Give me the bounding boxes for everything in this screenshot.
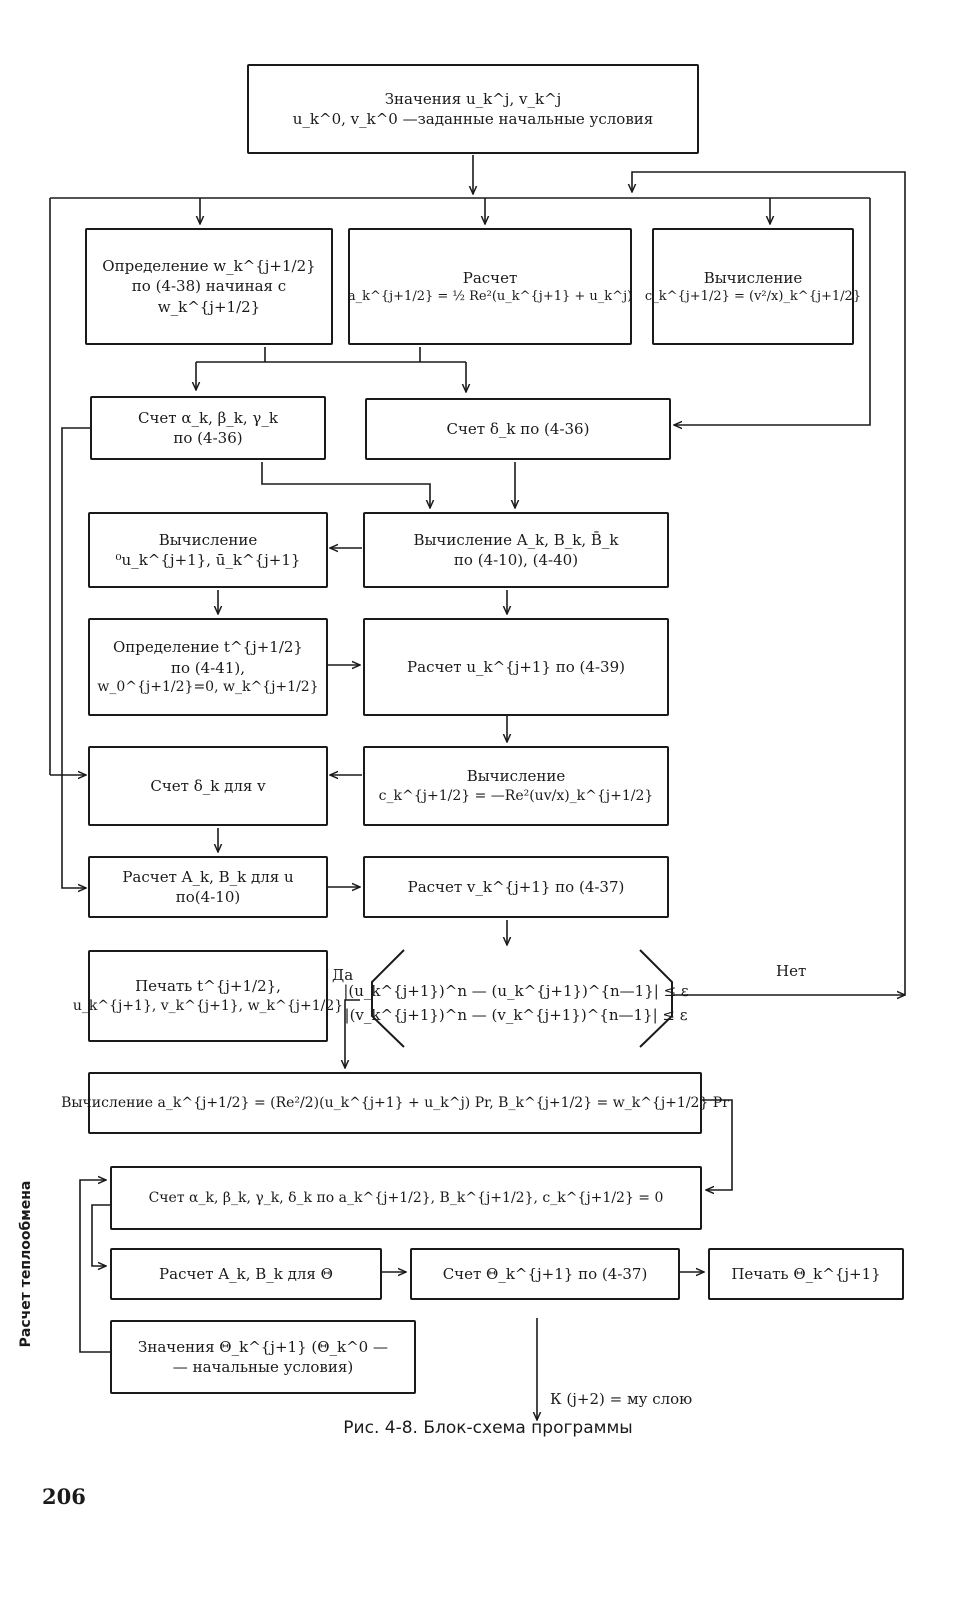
compute-a-B-line-1: Вычисление a_k^{j+1/2} = (Re²/2)(u_k^{j+… xyxy=(61,1094,729,1111)
determine-t-block: Определение t^{j+1/2} по (4-41), w_0^{j+… xyxy=(88,618,328,716)
print-results-block: Печать t^{j+1/2}, u_k^{j+1}, v_k^{j+1}, … xyxy=(73,950,343,1042)
print-results-line-1: Печать t^{j+1/2}, xyxy=(135,977,281,996)
calc-AB-u-line-1: Расчет A_k, B_k для u xyxy=(122,867,294,886)
initial-values-block: Значения u_k^j, v_k^j u_k^0, v_k^0 —зада… xyxy=(247,64,699,154)
calc-v-block: Расчет v_k^{j+1} по (4-37) xyxy=(363,856,669,918)
count-delta-block: Счет δ_k по (4-36) xyxy=(365,398,671,460)
compute-u0-line-2: ⁰u_k^{j+1}, ū_k^{j+1} xyxy=(115,551,301,569)
calc-a-line-1: Расчет xyxy=(462,268,518,287)
next-layer-label: К (j+2) = му слою xyxy=(550,1390,693,1408)
determine-w-line-3: w_k^{j+1/2} xyxy=(157,297,261,316)
count-delta-v-line-1: Счет δ_k для v xyxy=(150,776,266,795)
count-theta-line-1: Счет Θ_k^{j+1} по (4-37) xyxy=(442,1264,648,1283)
compute-AB-block: Вычисление A_k, B_k, B̄_k по (4-10), (4-… xyxy=(363,512,669,588)
heat-exchange-label: Расчет теплообмена xyxy=(18,1180,34,1348)
print-theta-line-1: Печать Θ_k^{j+1} xyxy=(731,1264,881,1283)
initial-values-line-2: u_k^0, v_k^0 —заданные начальные условия xyxy=(292,110,654,128)
calc-u-line-1: Расчет u_k^{j+1} по (4-39) xyxy=(407,657,625,676)
compute-c-line-2: c_k^{j+1/2} = (v²/x)_k^{j+1/2} xyxy=(644,288,862,304)
count-alpha-theta-line-1: Счет α_k, β_k, γ_k, δ_k по a_k^{j+1/2}, … xyxy=(148,1189,664,1206)
theta-values-line-2: — начальные условия) xyxy=(172,1358,354,1376)
calc-a-block: Расчет a_k^{j+1/2} = ½ Re²(u_k^{j+1} + u… xyxy=(348,228,632,345)
count-delta-line-1: Счет δ_k по (4-36) xyxy=(446,419,590,438)
compute-c2-block: Вычисление c_k^{j+1/2} = —Re²(uv/x)_k^{j… xyxy=(363,746,669,826)
theta-values-block: Значения Θ_k^{j+1} (Θ_k^0 — — начальные … xyxy=(110,1320,416,1394)
determine-w-line-2: по (4-38) начиная с xyxy=(131,277,287,296)
count-alpha-theta-block: Счет α_k, β_k, γ_k, δ_k по a_k^{j+1/2}, … xyxy=(110,1166,702,1230)
compute-c2-line-1: Вычисление xyxy=(466,767,566,786)
calc-AB-theta-line-1: Расчет A_k, B_k для Θ xyxy=(159,1264,333,1283)
count-delta-v-block: Счет δ_k для v xyxy=(88,746,328,826)
determine-t-line-3: w_0^{j+1/2}=0, w_k^{j+1/2} xyxy=(97,678,319,695)
page-number: 206 xyxy=(42,1484,86,1509)
determine-t-line-2: по (4-41), xyxy=(171,658,245,677)
count-alpha-line-1: Счет α_k, β_k, γ_k xyxy=(138,408,278,427)
count-alpha-beta-gamma-block: Счет α_k, β_k, γ_k по (4-36) xyxy=(90,396,326,460)
compute-AB-line-1: Вычисление A_k, B_k, B̄_k xyxy=(413,530,619,549)
compute-u0-block: Вычисление ⁰u_k^{j+1}, ū_k^{j+1} xyxy=(88,512,328,588)
convergence-line-u: |(u_k^{j+1})^n — (u_k^{j+1})^{n—1}| ≤ ε xyxy=(343,982,689,1000)
compute-AB-line-2: по (4-10), (4-40) xyxy=(453,551,579,569)
initial-values-line-1: Значения u_k^j, v_k^j xyxy=(384,89,562,108)
calc-AB-u-block: Расчет A_k, B_k для u по(4-10) xyxy=(88,856,328,918)
compute-a-B-block: Вычисление a_k^{j+1/2} = (Re²/2)(u_k^{j+… xyxy=(61,1072,729,1134)
convergence-line-v: |(v_k^{j+1})^n — (v_k^{j+1})^{n—1}| ≤ ε xyxy=(344,1006,688,1024)
determine-w-block: Определение w_k^{j+1/2} по (4-38) начина… xyxy=(85,228,333,345)
compute-c-line-1: Вычисление xyxy=(703,268,803,287)
convergence-condition: |(u_k^{j+1})^n — (u_k^{j+1})^{n—1}| ≤ ε … xyxy=(343,958,688,1048)
compute-u0-line-1: Вычисление xyxy=(158,530,258,549)
calc-u-block: Расчет u_k^{j+1} по (4-39) xyxy=(363,618,669,716)
count-alpha-line-2: по (4-36) xyxy=(173,429,243,447)
count-theta-block: Счет Θ_k^{j+1} по (4-37) xyxy=(410,1248,680,1300)
determine-t-line-1: Определение t^{j+1/2} xyxy=(113,638,303,657)
print-theta-block: Печать Θ_k^{j+1} xyxy=(708,1248,904,1300)
figure-caption: Рис. 4-8. Блок-схема программы xyxy=(343,1418,633,1438)
calc-v-line-1: Расчет v_k^{j+1} по (4-37) xyxy=(407,877,625,896)
calc-AB-theta-block: Расчет A_k, B_k для Θ xyxy=(110,1248,382,1300)
calc-a-line-2: a_k^{j+1/2} = ½ Re²(u_k^{j+1} + u_k^j) xyxy=(347,288,633,304)
theta-values-line-1: Значения Θ_k^{j+1} (Θ_k^0 — xyxy=(138,1337,388,1356)
calc-AB-u-line-2: по(4-10) xyxy=(175,888,241,906)
no-label: Нет xyxy=(776,962,807,980)
compute-c-block: Вычисление c_k^{j+1/2} = (v²/x)_k^{j+1/2… xyxy=(645,228,861,345)
print-results-line-2: u_k^{j+1}, v_k^{j+1}, w_k^{j+1/2} xyxy=(72,997,344,1014)
determine-w-line-1: Определение w_k^{j+1/2} xyxy=(102,257,316,276)
yes-label: Да xyxy=(332,966,354,984)
compute-c2-line-2: c_k^{j+1/2} = —Re²(uv/x)_k^{j+1/2} xyxy=(378,787,654,804)
